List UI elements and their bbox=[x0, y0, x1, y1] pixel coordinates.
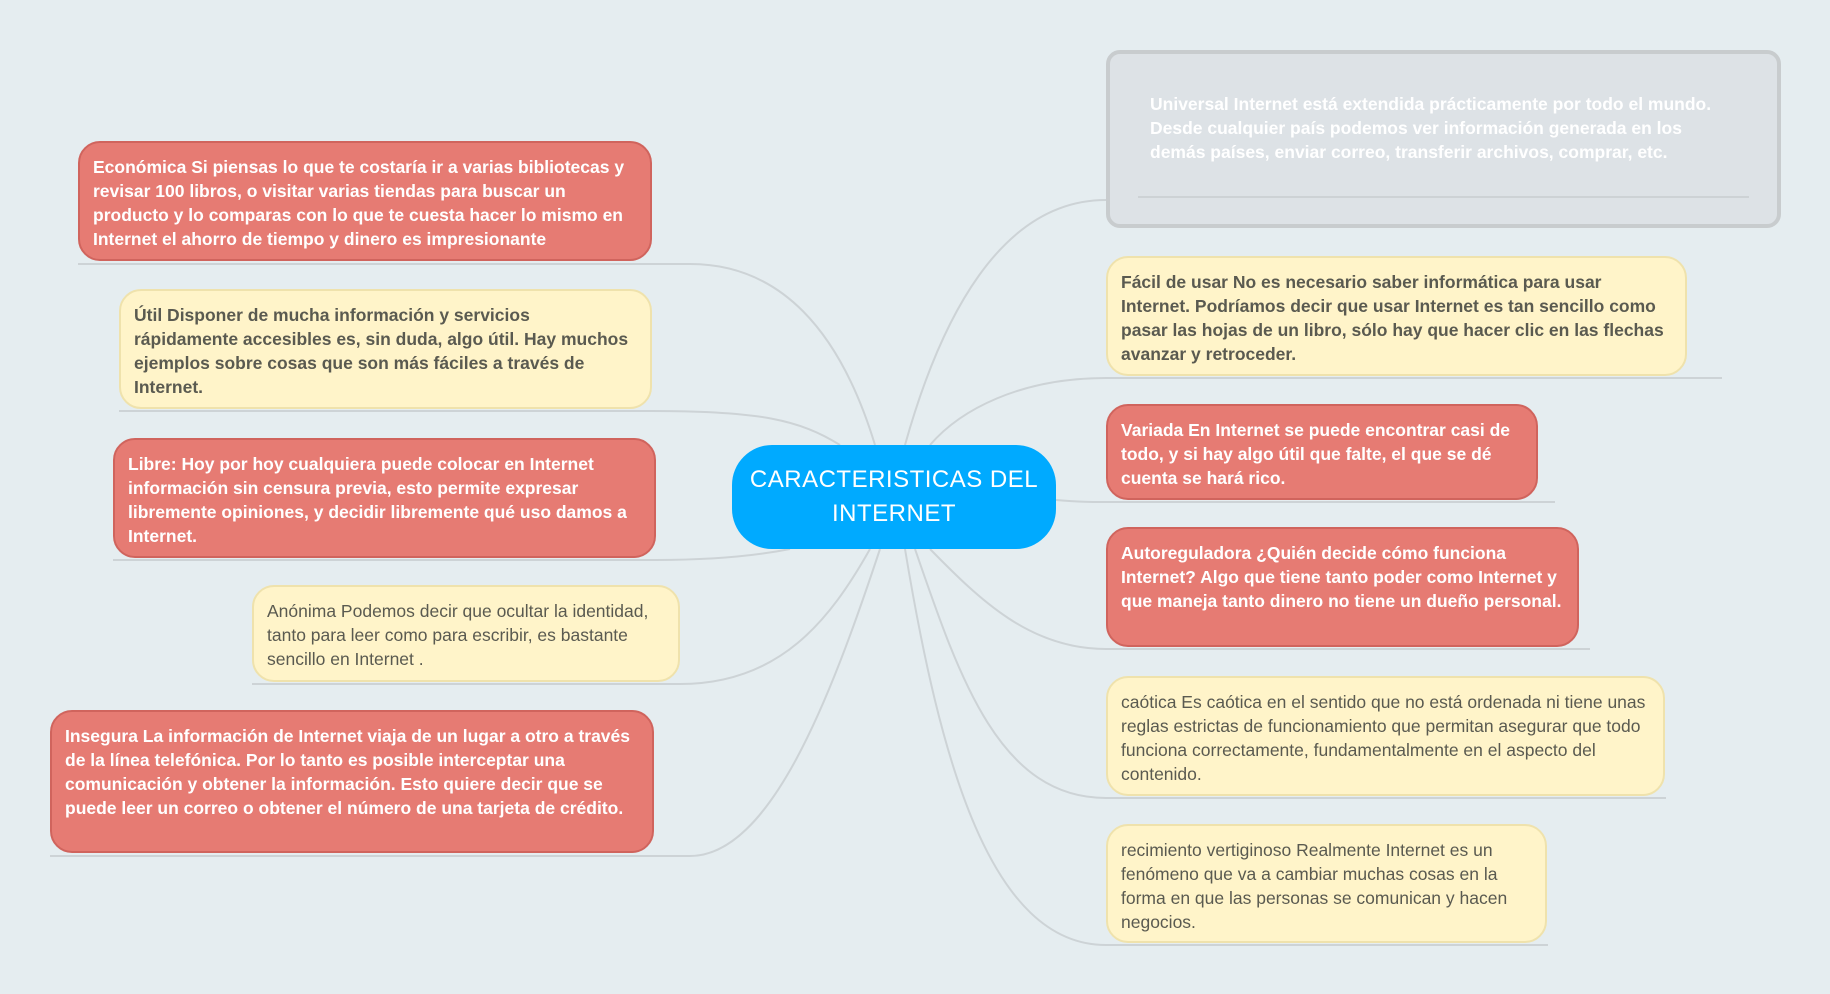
node-facil[interactable]: Fácil de usar No es necesario saber info… bbox=[1106, 256, 1687, 376]
node-text: Insegura La información de Internet viaj… bbox=[65, 726, 631, 818]
node-text: Universal Internet está extendida prácti… bbox=[1150, 94, 1712, 162]
connector-universal bbox=[904, 199, 1107, 446]
node-text: Anónima Podemos decir que ocultar la ide… bbox=[267, 601, 649, 669]
node-caotica[interactable]: caótica Es caótica en el sentido que no … bbox=[1106, 676, 1665, 796]
connector-economica bbox=[78, 263, 876, 446]
connector-anonima bbox=[252, 548, 871, 685]
divider bbox=[1138, 196, 1749, 198]
node-text: Útil Disponer de mucha información y ser… bbox=[134, 305, 629, 397]
node-anonima[interactable]: Anónima Podemos decir que ocultar la ide… bbox=[252, 585, 680, 682]
node-text: Variada En Internet se puede encontrar c… bbox=[1121, 420, 1511, 488]
connector-libre bbox=[113, 548, 791, 561]
connector-insegura bbox=[50, 548, 881, 857]
node-libre[interactable]: Libre: Hoy por hoy cualquiera puede colo… bbox=[113, 438, 656, 558]
connector-util bbox=[119, 410, 841, 446]
node-text: recimiento vertiginoso Realmente Interne… bbox=[1121, 840, 1508, 932]
node-text: Fácil de usar No es necesario saber info… bbox=[1121, 272, 1664, 364]
node-text: Autoreguladora ¿Quién decide cómo funcio… bbox=[1121, 543, 1562, 611]
node-util[interactable]: Útil Disponer de mucha información y ser… bbox=[119, 289, 652, 409]
node-text: Económica Si piensas lo que te costaría … bbox=[93, 157, 625, 249]
connector-caotica bbox=[914, 548, 1666, 799]
node-universal[interactable]: Universal Internet está extendida prácti… bbox=[1106, 50, 1781, 228]
node-variada[interactable]: Variada En Internet se puede encontrar c… bbox=[1106, 404, 1538, 500]
node-economica[interactable]: Económica Si piensas lo que te costaría … bbox=[78, 141, 652, 261]
connector-variada bbox=[1055, 499, 1555, 503]
node-text: caótica Es caótica en el sentido que no … bbox=[1121, 692, 1646, 784]
node-insegura[interactable]: Insegura La información de Internet viaj… bbox=[50, 710, 654, 853]
central-topic[interactable]: CARACTERISTICAS DEL INTERNET bbox=[732, 445, 1056, 549]
connector-crecimiento bbox=[904, 548, 1548, 946]
central-topic-label: CARACTERISTICAS DEL INTERNET bbox=[749, 466, 1039, 527]
node-text: Libre: Hoy por hoy cualquiera puede colo… bbox=[128, 454, 627, 546]
connector-facil bbox=[929, 377, 1722, 446]
node-crecimiento[interactable]: recimiento vertiginoso Realmente Interne… bbox=[1106, 824, 1547, 943]
node-autoreguladora[interactable]: Autoreguladora ¿Quién decide cómo funcio… bbox=[1106, 527, 1579, 647]
connector-autoreguladora bbox=[929, 548, 1590, 650]
